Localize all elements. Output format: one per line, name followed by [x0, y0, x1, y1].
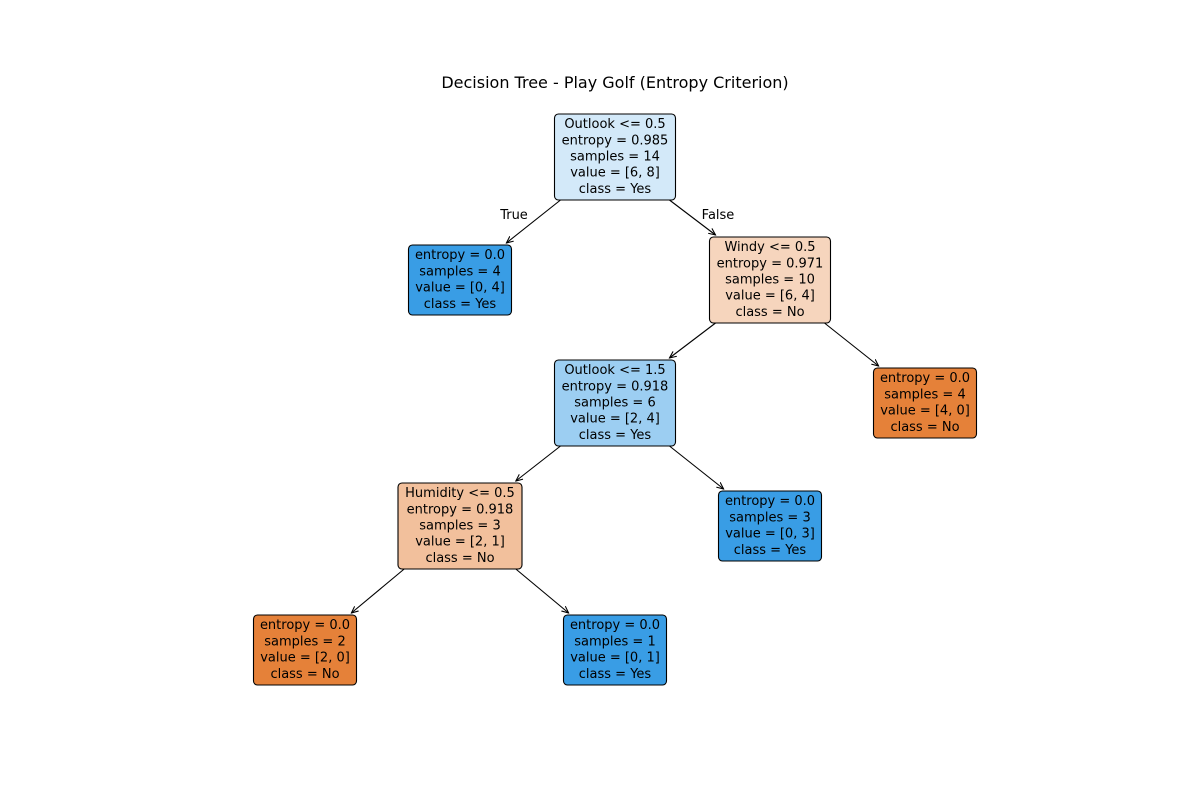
node-text-line: Windy <= 0.5 — [724, 240, 815, 255]
node-box — [553, 113, 677, 201]
node-text-line: class = Yes — [579, 428, 652, 443]
node-box — [717, 490, 823, 562]
node-text-line: Outlook <= 0.5 — [564, 117, 665, 132]
edge-label-true: True — [499, 208, 528, 223]
node-box — [407, 244, 513, 316]
node-text-line: class = Yes — [424, 297, 497, 312]
node-text-line: samples = 1 — [574, 634, 655, 649]
node-text-line: value = [6, 8] — [570, 166, 660, 181]
edge-outlook-1-5-to-leaf-outlook15-false — [669, 445, 723, 489]
node-text-line: samples = 14 — [570, 150, 660, 165]
node-text-line: samples = 6 — [574, 396, 655, 411]
edge-root-to-leaf-outlook-true — [506, 199, 561, 243]
edge-windy-to-leaf-windy-false — [824, 322, 878, 366]
edge-label-false: False — [702, 208, 735, 223]
edge-outlook-1-5-to-humidity — [516, 445, 561, 481]
node-box — [708, 236, 832, 324]
node-text-line: samples = 10 — [725, 273, 815, 288]
edge-labels-layer: True False — [499, 208, 734, 223]
node-text-line: entropy = 0.0 — [880, 371, 970, 386]
node-text-line: class = Yes — [579, 182, 652, 197]
node-text-line: value = [0, 1] — [570, 651, 660, 666]
node-text-line: samples = 3 — [729, 510, 810, 525]
node-text-line: value = [6, 4] — [725, 289, 815, 304]
node-text-line: value = [2, 0] — [260, 651, 350, 666]
node-text-line: entropy = 0.918 — [407, 502, 514, 517]
diagram-title: Decision Tree - Play Golf (Entropy Crite… — [441, 73, 788, 92]
edge-windy-to-outlook-1-5 — [669, 322, 716, 358]
node-text-line: entropy = 0.971 — [717, 256, 824, 271]
node-text-line: class = Yes — [734, 543, 807, 558]
node-text-line: Humidity <= 0.5 — [405, 486, 515, 501]
node-box — [553, 359, 677, 447]
node-text-line: class = Yes — [579, 667, 652, 682]
node-text-line: value = [0, 3] — [725, 527, 815, 542]
node-box — [252, 614, 358, 686]
node-text-line: entropy = 0.0 — [260, 618, 350, 633]
edges-layer — [351, 199, 878, 613]
node-text-line: value = [4, 0] — [880, 404, 970, 419]
edge-humidity-to-leaf-humidity-false — [515, 568, 569, 613]
node-text-line: samples = 4 — [419, 264, 500, 279]
node-text-line: entropy = 0.0 — [415, 248, 505, 263]
node-text-line: samples = 3 — [419, 519, 500, 534]
node-text-line: class = No — [735, 305, 804, 320]
node-text-line: value = [2, 1] — [415, 535, 505, 550]
node-text-line: Outlook <= 1.5 — [564, 363, 665, 378]
node-text-line: samples = 2 — [264, 634, 345, 649]
node-text-line: class = No — [890, 420, 959, 435]
node-box — [562, 614, 668, 686]
edge-root-to-windy — [669, 199, 715, 235]
node-text-line: value = [0, 4] — [415, 281, 505, 296]
node-box — [397, 482, 523, 570]
node-text-line: samples = 4 — [884, 387, 965, 402]
edge-humidity-to-leaf-humidity-true — [351, 568, 405, 613]
node-text-line: value = [2, 4] — [570, 412, 660, 427]
node-text-line: entropy = 0.918 — [562, 379, 669, 394]
node-text-line: class = No — [425, 551, 494, 566]
node-text-line: class = No — [270, 667, 339, 682]
node-box — [872, 367, 978, 439]
node-text-line: entropy = 0.985 — [562, 133, 669, 148]
node-text-line: entropy = 0.0 — [570, 618, 660, 633]
node-text-line: entropy = 0.0 — [725, 494, 815, 509]
